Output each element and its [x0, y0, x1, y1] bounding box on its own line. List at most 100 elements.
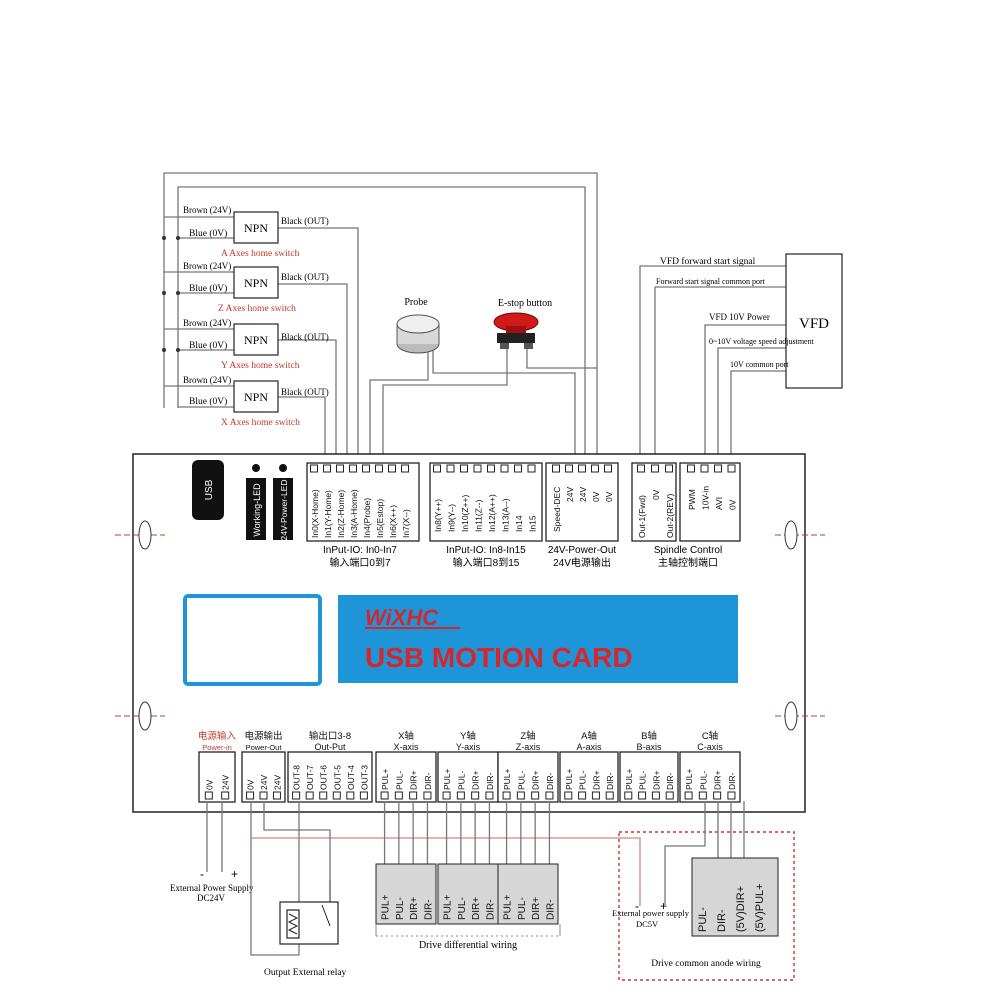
- terminal-pin-label: PUL+: [502, 768, 512, 790]
- switch-caption: A Axes home switch: [221, 249, 300, 259]
- screw-terminal: [332, 791, 341, 800]
- spindle-pin-label: 10V-in: [701, 486, 711, 510]
- screw-terminal: [637, 464, 645, 473]
- terminal-group-en: Y-axis: [456, 742, 481, 752]
- spindle-pin-label: Out-1(Fwd): [637, 495, 647, 538]
- power-led: 24V-Power-LED: [273, 464, 293, 540]
- input-pin-label: In1(Y-Home): [323, 490, 333, 538]
- input-pin-label: In13(A--): [501, 498, 511, 532]
- terminal-pin-label: PUL+: [564, 768, 574, 790]
- screw-terminal: [714, 464, 722, 473]
- probe-label: Probe: [404, 297, 428, 308]
- terminal-pin-label: 24V: [259, 775, 269, 790]
- estop-label: E-stop button: [498, 298, 552, 309]
- screw-terminal: [665, 791, 674, 800]
- spindle-pin-label: AVI: [714, 497, 724, 510]
- vfd-unit: VFD VFD forward start signal Forward sta…: [656, 253, 843, 389]
- input-terminal-8-15: In8(Y++)In9(Y--)In10(Z++)In11(Z--)In12(A…: [429, 462, 543, 569]
- black-label: Black (OUT): [281, 272, 329, 282]
- screw-terminal: [221, 791, 230, 800]
- screw-terminal: [336, 464, 344, 473]
- driver-pin-label: PUL+: [503, 895, 514, 920]
- screw-terminal: [591, 791, 600, 800]
- brown-label: Brown (24V): [183, 205, 231, 215]
- estop-button: E-stop button: [493, 298, 552, 349]
- input-pin-label: In4(Probe): [362, 498, 372, 538]
- input-pin-label: In6(X++): [388, 505, 398, 538]
- brown-label: Brown (24V): [183, 261, 231, 271]
- banner-text: USB MOTION CARD: [365, 642, 633, 673]
- terminal-pin-label: PUL-: [698, 770, 708, 790]
- screw-terminal: [700, 464, 709, 473]
- screw-terminal: [727, 464, 736, 473]
- vfd-fwd-signal: VFD forward start signal: [660, 256, 756, 267]
- dc24-label: DC24V: [197, 893, 226, 903]
- diff-driver-0: PUL+PUL-DIR+DIR-: [375, 863, 437, 925]
- screw-terminal: [687, 464, 695, 473]
- terminal-group-cn: 电源输出: [244, 730, 282, 742]
- input-pin-label: In5(Estop): [375, 499, 385, 538]
- working-led-label: Working-LED: [252, 483, 262, 537]
- terminal-group-cn: A轴: [581, 730, 597, 742]
- terminal-pin-label: DIR+: [651, 770, 661, 790]
- terminal-pin-label: DIR+: [713, 770, 723, 790]
- anode-pin-label: DIR-: [716, 909, 728, 932]
- probe: Probe: [396, 297, 440, 354]
- terminal-group-cn: C轴: [702, 730, 718, 742]
- black-label: Black (OUT): [281, 332, 329, 342]
- spindle-pin-label: 0V: [651, 489, 661, 500]
- input-pin-label: In14: [514, 515, 524, 532]
- terminal-group-en: Power-Out: [246, 743, 283, 752]
- screw-terminal: [305, 791, 314, 800]
- dc5-label: DC5V: [636, 919, 659, 929]
- terminal-group-en: B-axis: [636, 742, 662, 752]
- power-pin-label: 0V: [591, 491, 601, 502]
- input2-cn: 输入端口8到15: [453, 556, 520, 569]
- screw-terminal: [346, 791, 355, 800]
- screw-terminal: [485, 791, 494, 800]
- minus-24: -: [200, 867, 204, 881]
- screw-terminal: [375, 464, 383, 473]
- anode-driver: [691, 857, 779, 937]
- black-label: Black (OUT): [281, 387, 329, 397]
- driver-pin-label: PUL-: [395, 897, 406, 920]
- input-pin-label: In2(Z-Home): [336, 490, 346, 538]
- input1-title: InPut-IO: In0-In7: [323, 545, 397, 556]
- power-led-label: 24V-Power-LED: [279, 480, 289, 541]
- terminal-pin-label: OUT-8: [292, 765, 302, 790]
- screw-terminal: [380, 791, 389, 800]
- screw-terminal: [638, 791, 647, 800]
- ext-power-24-label: External Power Supply: [170, 883, 254, 893]
- blue-label: Blue (0V): [189, 396, 227, 407]
- power-cn: 24V电源输出: [553, 556, 611, 569]
- driver-pin-label: PUL+: [443, 895, 454, 920]
- spindle-pin-label: Out-2(REV): [665, 493, 675, 538]
- screw-terminal: [552, 464, 560, 473]
- driver-pin-label: PUL+: [381, 895, 392, 920]
- minus-5: -: [635, 899, 639, 913]
- blue-label: Blue (0V): [189, 228, 227, 239]
- blue-label: Blue (0V): [189, 283, 227, 294]
- terminal-pin-label: DIR-: [545, 772, 555, 790]
- terminal-group-en: C-axis: [697, 742, 723, 752]
- usb-label: USB: [204, 479, 215, 500]
- screw-terminal: [292, 791, 301, 800]
- screw-terminal: [446, 464, 455, 473]
- screw-terminal: [259, 791, 268, 800]
- bottom-wiring: - + External Power Supply DC24V Output E…: [170, 801, 795, 981]
- screw-terminal: [401, 464, 409, 473]
- driver-pin-label: DIR+: [409, 897, 420, 920]
- working-led: Working-LED: [246, 464, 266, 540]
- terminal-pin-label: DIR-: [605, 772, 615, 790]
- screw-terminal: [514, 464, 522, 473]
- terminal-pin-label: OUT-6: [319, 765, 329, 790]
- screw-terminal: [471, 791, 480, 800]
- terminal-pin-label: 0V: [246, 779, 256, 790]
- terminal-pin-label: DIR+: [531, 770, 541, 790]
- spindle-cn: 主轴控制端口: [658, 556, 718, 569]
- input-pin-label: In12(A++): [487, 494, 497, 532]
- blue-label: Blue (0V): [189, 340, 227, 351]
- switch-caption: Y Axes home switch: [221, 361, 300, 371]
